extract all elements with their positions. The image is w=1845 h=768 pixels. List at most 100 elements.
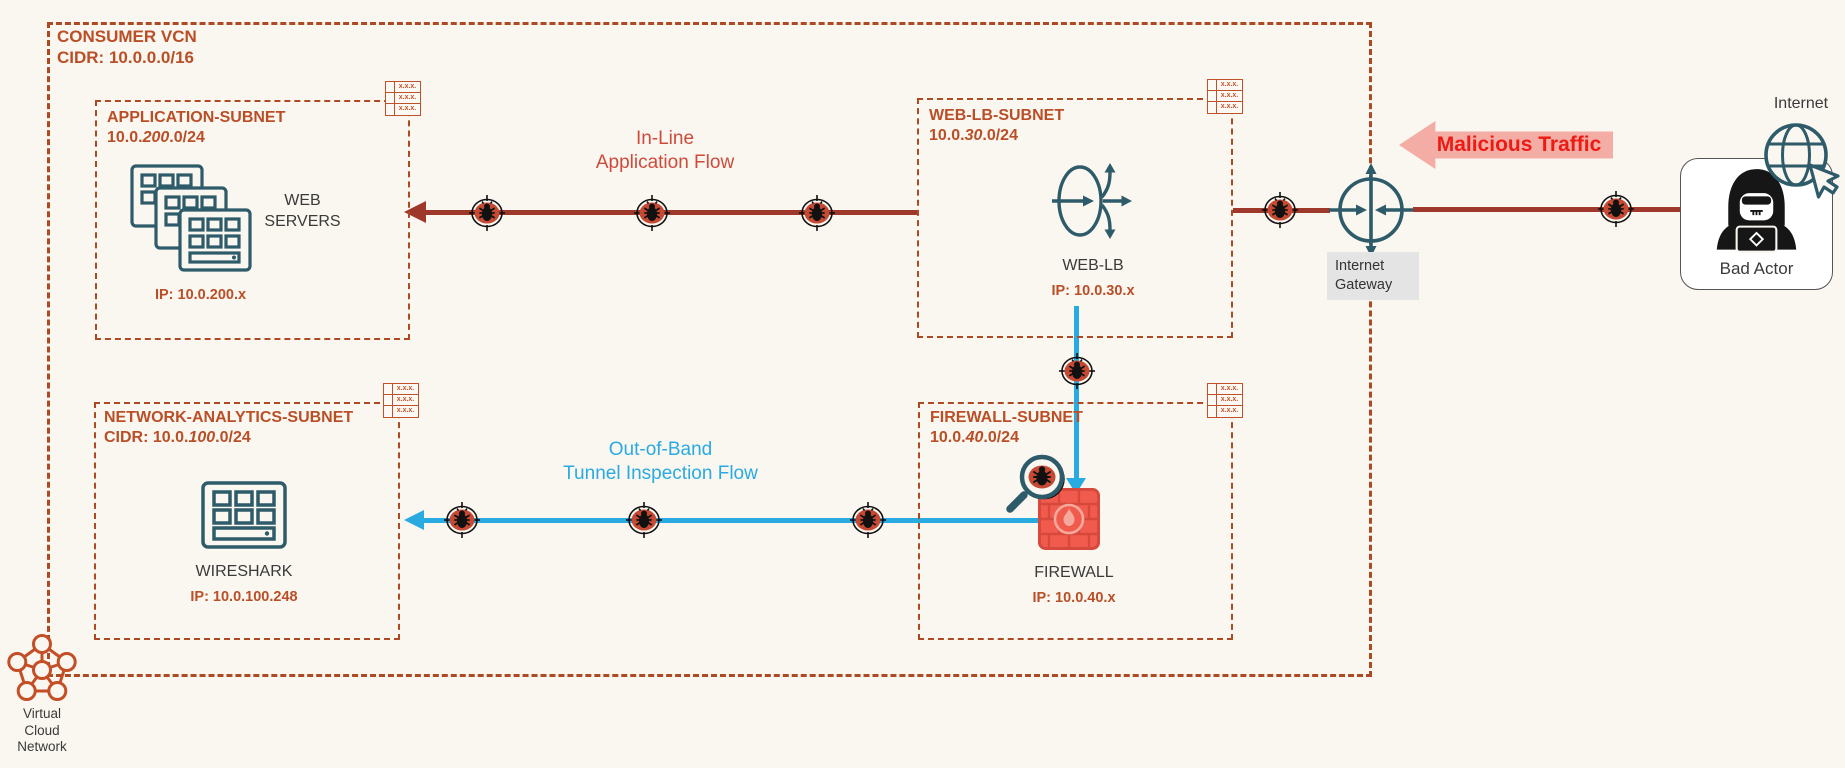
cidr-emphasis: 100: [188, 429, 216, 446]
firewall-subnet-title: FIREWALL-SUBNET: [930, 409, 1083, 426]
cidr-suffix: .0/24: [983, 429, 1019, 446]
wireshark-server-icon: [201, 481, 287, 549]
badactor-to-gateway-line: [1413, 207, 1680, 212]
cidr-emphasis: 30: [964, 127, 983, 144]
route-table-cell-value: x.x.x.: [398, 83, 417, 90]
cidr-suffix: .0/24: [982, 127, 1018, 144]
vcn-header: CONSUMER VCN CIDR: 10.0.0.0/16: [57, 26, 197, 68]
inline-flow-line: [425, 210, 917, 215]
cidr-emphasis: 200: [142, 129, 170, 146]
internet-gateway-label-line1: Internet: [1335, 258, 1385, 274]
inline-flow-label: In-Line Application Flow: [545, 127, 785, 175]
web-servers-label-line2: SERVERS: [264, 213, 341, 230]
internet-globe-icon: [1764, 123, 1840, 199]
oob-flow-horizontal-line: [424, 518, 1040, 523]
route-table-row: x.x.x.: [1208, 91, 1242, 102]
bug-icon: [1259, 191, 1301, 229]
bug-icon: [1595, 190, 1637, 228]
malicious-traffic-text: Malicious Traffic: [1436, 133, 1602, 156]
bug-icon: [847, 501, 889, 539]
internet-gateway-icon: [1329, 163, 1413, 257]
weblb-subnet-header: WEB-LB-SUBNET 10.0.30.0/24: [929, 106, 1064, 146]
analytics-subnet-title: NETWORK-ANALYTICS-SUBNET: [104, 409, 354, 426]
application-subnet-cidr: 10.0.200.0/24: [107, 128, 285, 148]
internet-label: Internet: [1773, 95, 1829, 112]
analytics-subnet-cidr: CIDR: 10.0.100.0/24: [104, 428, 353, 448]
oob-flow-label: Out-of-Band Tunnel Inspection Flow: [528, 438, 793, 486]
firewall-subnet-cidr: 10.0.40.0/24: [930, 428, 1083, 448]
consumer-vcn-boundary: [47, 22, 1372, 677]
vcn-badge-line1: Virtual: [22, 706, 62, 721]
vcn-badge-line3: Network: [17, 739, 67, 754]
bad-actor-icon: [1716, 169, 1797, 253]
cidr-emphasis: 40: [965, 429, 984, 446]
cidr-prefix: 10.0.: [107, 129, 143, 146]
load-balancer-icon: [1052, 163, 1132, 239]
analytics-subnet-header: NETWORK-ANALYTICS-SUBNET CIDR: 10.0.100.…: [104, 408, 353, 448]
route-table-cell: [386, 104, 395, 115]
web-servers-ip: IP: 10.0.200.x: [154, 287, 247, 303]
vcn-cidr: CIDR: 10.0.0.0/16: [57, 48, 195, 67]
weblb-subnet-cidr: 10.0.30.0/24: [929, 126, 1064, 146]
oob-flow-vertical-line: [1074, 306, 1079, 480]
route-table-row: x.x.x.: [384, 395, 418, 406]
route-table-cell: [1208, 384, 1217, 394]
inline-flow-label-line2: Application Flow: [595, 152, 735, 173]
route-table-row: x.x.x.: [1208, 395, 1242, 406]
route-table-cell: [384, 384, 393, 394]
route-table-cell-value: x.x.x.: [1220, 385, 1239, 392]
web-servers-label-line1: WEB: [284, 192, 321, 209]
oob-flow-label-line2: Tunnel Inspection Flow: [563, 463, 758, 484]
route-table-icon: x.x.x. x.x.x. x.x.x.: [1207, 79, 1243, 114]
bug-icon: [466, 194, 508, 232]
route-table-cell-value: x.x.x.: [1220, 92, 1239, 99]
wireshark-ip: IP: 10.0.100.248: [190, 589, 298, 605]
cidr-suffix: .0/24: [215, 429, 251, 446]
route-table-cell-value: x.x.x.: [398, 94, 417, 101]
malicious-traffic-banner: Malicious Traffic: [1399, 121, 1613, 169]
cidr-prefix: 10.0.: [930, 429, 966, 446]
analytics-subnet-box: [94, 402, 400, 640]
application-subnet-box: [95, 100, 410, 340]
oob-flow-left-arrowhead: [404, 510, 424, 530]
application-subnet-title: APPLICATION-SUBNET: [107, 109, 286, 126]
route-table-row: x.x.x.: [386, 104, 420, 115]
firewall-ip: IP: 10.0.40.x: [1032, 590, 1116, 606]
web-servers-icon: [130, 164, 252, 272]
virtual-cloud-network-label: Virtual Cloud Network: [0, 706, 84, 756]
virtual-cloud-network-icon: [7, 634, 77, 701]
route-table-cell: [384, 395, 393, 405]
route-table-cell-value: x.x.x.: [396, 396, 415, 403]
route-table-cell: [1208, 80, 1217, 90]
firewall-icon: [1038, 488, 1100, 550]
vcn-title: CONSUMER VCN: [57, 27, 197, 46]
route-table-cell: [1208, 406, 1217, 417]
route-table-cell-value: x.x.x.: [1220, 81, 1239, 88]
cidr-suffix: .0/24: [169, 129, 205, 146]
route-table-icon: x.x.x.x.x.x.x.x.x.: [1207, 383, 1243, 418]
route-table-cell-value: x.x.x.: [1220, 103, 1239, 110]
wireshark-label: WIRESHARK: [195, 563, 293, 580]
route-table-cell: [386, 93, 395, 103]
route-table-row: x.x.x.: [1208, 80, 1242, 91]
route-table-icon: x.x.x. x.x.x. x.x.x.: [385, 81, 421, 116]
vcn-badge-line2: Cloud: [24, 722, 60, 738]
route-table-row: x.x.x.: [386, 82, 420, 93]
route-table-row: x.x.x.: [1208, 384, 1242, 395]
route-table-row: x.x.x.: [384, 384, 418, 395]
weblb-subnet-title: WEB-LB-SUBNET: [929, 107, 1065, 124]
route-table-row: x.x.x.: [1208, 102, 1242, 113]
route-table-cell-value: x.x.x.: [398, 105, 417, 112]
bad-actor-label: Bad Actor: [1719, 259, 1794, 278]
cidr-prefix: CIDR: 10.0.: [104, 429, 189, 446]
bug-icon: [631, 194, 673, 232]
route-table-row: x.x.x.: [386, 93, 420, 104]
weblb-subnet-box: [917, 98, 1233, 338]
route-table-cell-value: x.x.x.: [396, 407, 415, 414]
weblb-label: WEB-LB: [1062, 257, 1124, 274]
route-table-cell: [384, 406, 393, 417]
route-table-cell-value: x.x.x.: [396, 385, 415, 392]
application-subnet-header: APPLICATION-SUBNET 10.0.200.0/24: [107, 108, 285, 148]
bug-icon: [1056, 352, 1098, 390]
